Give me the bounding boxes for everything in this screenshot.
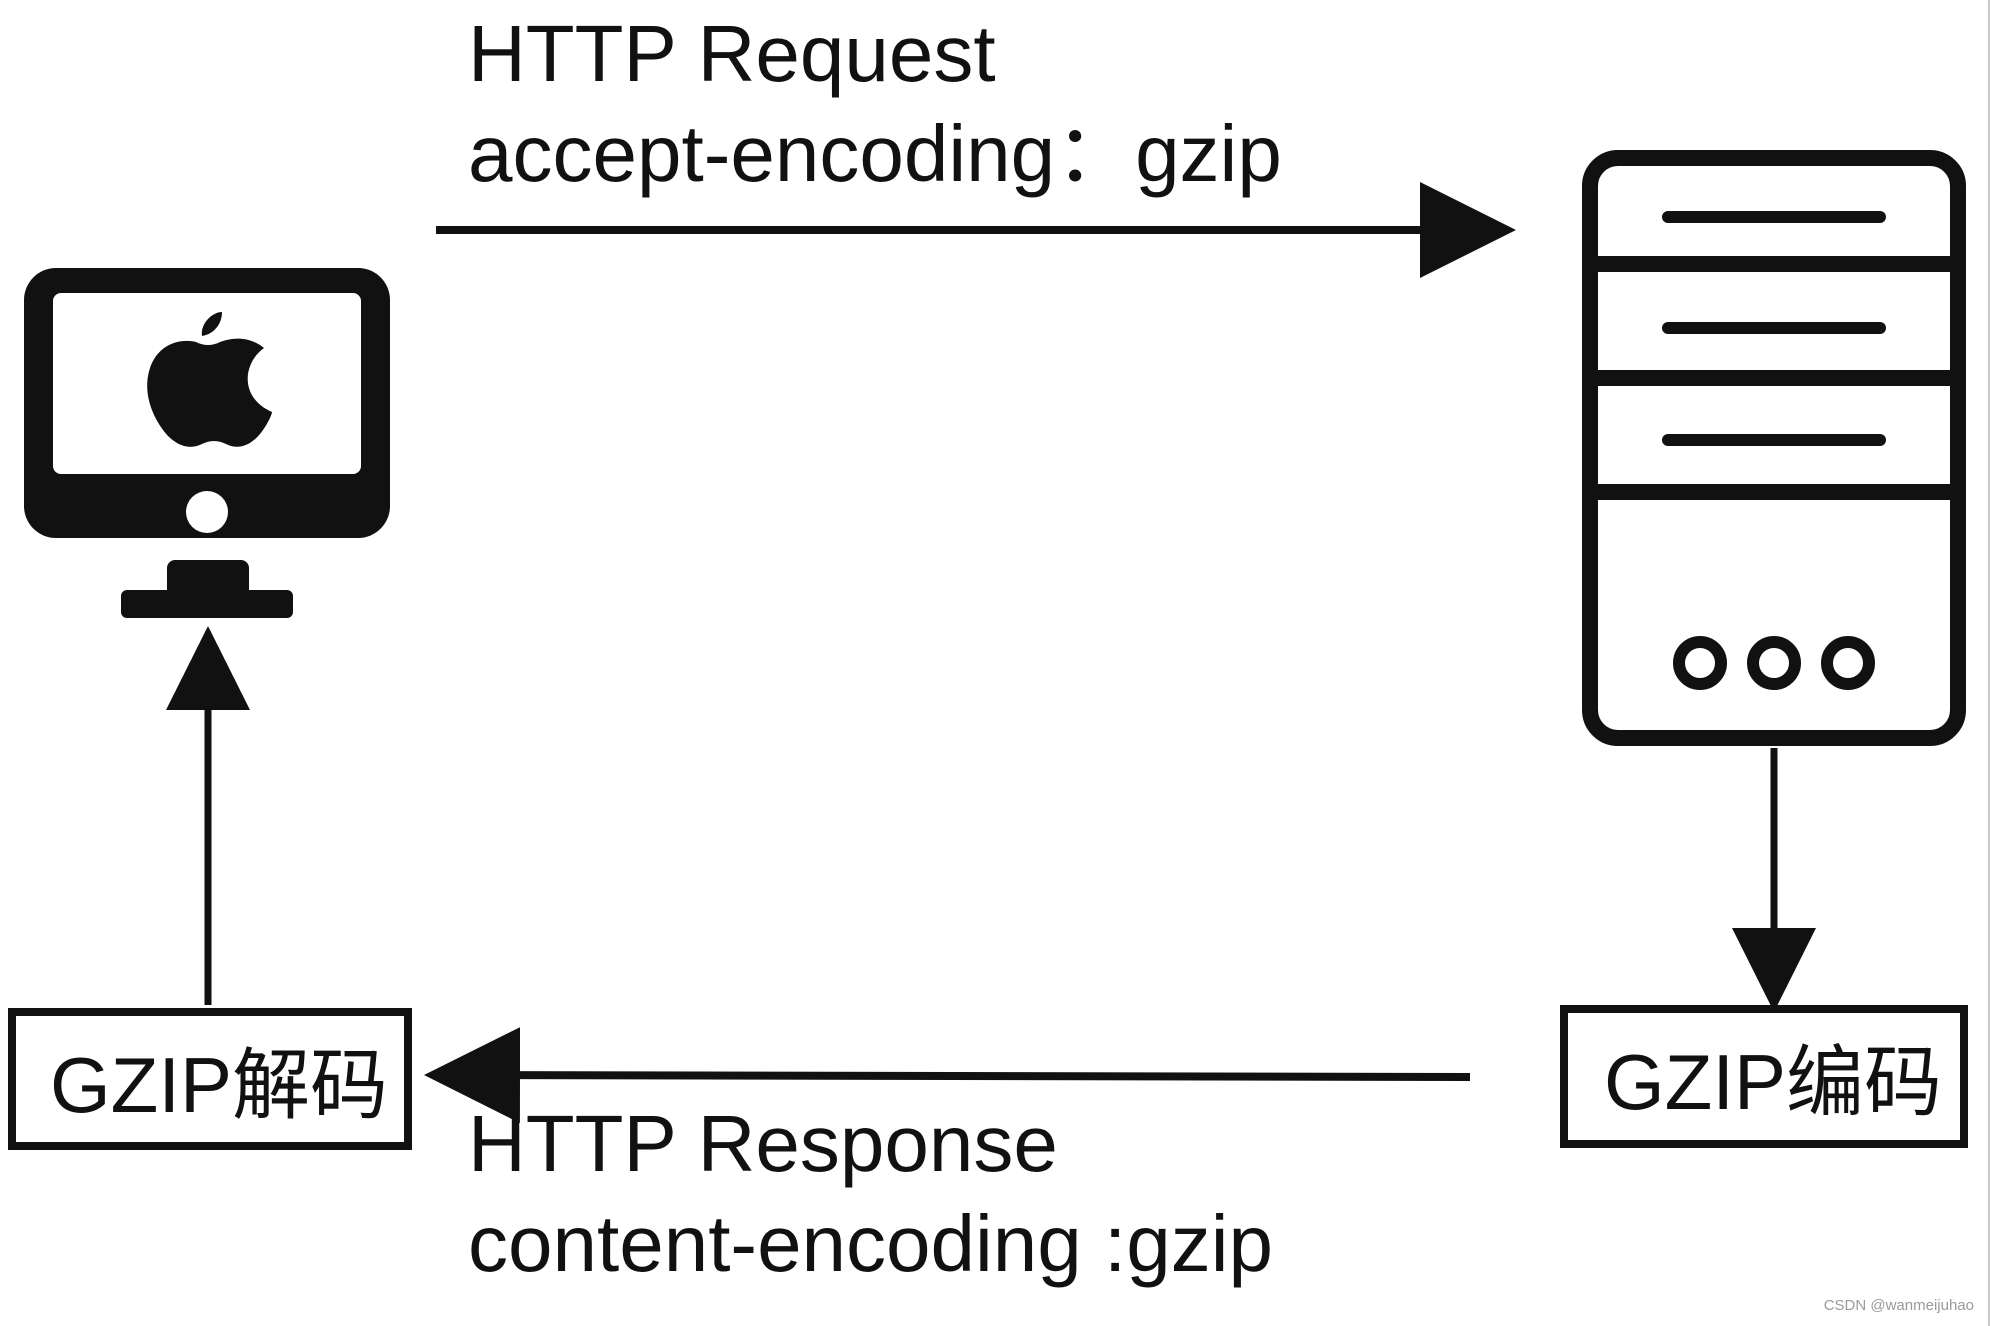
- response-arrow: [424, 1027, 1471, 1124]
- gzip-encode-box: GZIP编码: [1560, 1005, 1968, 1148]
- gzip-decode-box: GZIP解码: [8, 1008, 412, 1150]
- right-border-line: [1988, 0, 1990, 1326]
- csdn-watermark: CSDN @wanmeijuhao: [1823, 1297, 1974, 1314]
- gzip-decode-prefix: GZIP: [50, 1041, 233, 1129]
- apple-imac-monitor-icon: [24, 268, 390, 618]
- accept-encoding-header: accept-encoding：gzip: [468, 109, 1282, 198]
- gzip-encode-suffix: 编码: [1786, 1038, 1943, 1128]
- http-response-title: HTTP Response: [468, 1099, 1058, 1188]
- server-tower-icon: [1582, 150, 1966, 746]
- http-request-title: HTTP Request: [468, 9, 996, 98]
- content-encoding-header: content-encoding :gzip: [468, 1199, 1273, 1288]
- gzip-decode-label: GZIP解码: [50, 1040, 388, 1131]
- gzip-encode-label: GZIP编码: [1604, 1037, 1942, 1128]
- gzip-encode-prefix: GZIP: [1604, 1038, 1787, 1126]
- apple-logo-icon: [147, 312, 272, 447]
- gzip-decode-suffix: 解码: [232, 1041, 389, 1131]
